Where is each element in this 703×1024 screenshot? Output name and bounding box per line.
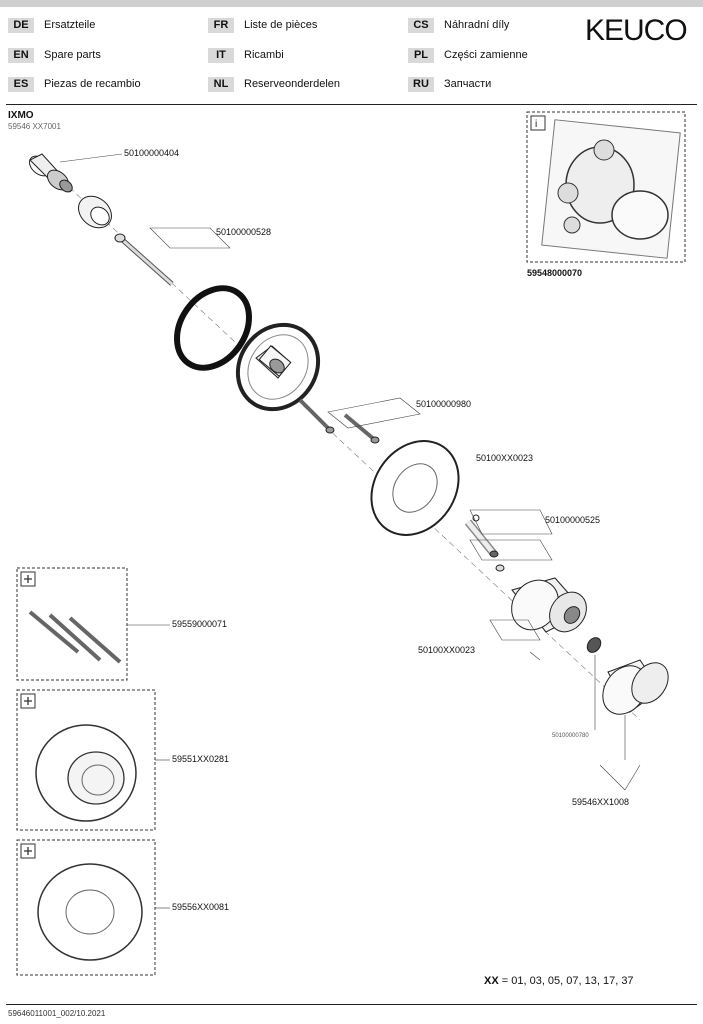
variant-key: XX bbox=[484, 975, 499, 987]
lang-row-es: ES Piezas de recambio bbox=[8, 75, 141, 93]
lang-label: Ricambi bbox=[244, 49, 284, 61]
part-label: 50100000528 bbox=[216, 227, 272, 237]
footer-doc-number: 59646011001_002/10.2021 bbox=[8, 1009, 106, 1018]
product-name: IXMO bbox=[8, 110, 34, 121]
part-label: 50100XX0023 bbox=[476, 453, 534, 463]
header-divider bbox=[6, 104, 697, 105]
product-number: 59546 XX7001 bbox=[8, 122, 61, 131]
lang-label: Náhradní díly bbox=[444, 19, 510, 31]
adapter-part bbox=[586, 637, 602, 653]
lang-row-en: EN Spare parts bbox=[8, 46, 101, 64]
rosette-part bbox=[370, 440, 460, 536]
lang-code: PL bbox=[408, 47, 434, 63]
part-label: 59551XX0281 bbox=[172, 754, 230, 764]
lang-label: Spare parts bbox=[44, 49, 101, 61]
lang-label: Запчасти bbox=[444, 78, 492, 90]
lang-code: NL bbox=[208, 76, 234, 92]
sleeve-nut-part bbox=[78, 195, 112, 229]
extension-part bbox=[464, 514, 499, 558]
part-label: 50100000404 bbox=[124, 148, 180, 158]
kit-box-3 bbox=[16, 839, 170, 976]
cartridge-part bbox=[28, 153, 73, 193]
cover-plate-part bbox=[235, 322, 321, 412]
lang-code: ES bbox=[8, 76, 34, 92]
lang-row-it: IT Ricambi bbox=[208, 46, 284, 64]
handle-part bbox=[602, 659, 669, 715]
top-bar bbox=[0, 0, 703, 7]
lang-row-pl: PL Części zamienne bbox=[408, 46, 528, 64]
lang-row-fr: FR Liste de pièces bbox=[208, 16, 317, 34]
lang-code: CS bbox=[408, 17, 434, 33]
part-label: 59546XX1008 bbox=[572, 797, 630, 807]
svg-text:i: i bbox=[535, 119, 537, 130]
variant-values: = 01, 03, 05, 07, 13, 17, 37 bbox=[501, 975, 634, 987]
lang-code: DE bbox=[8, 17, 34, 33]
lang-label: Liste de pièces bbox=[244, 19, 318, 31]
brand-logo: KEUCO bbox=[585, 14, 688, 47]
lang-code: EN bbox=[8, 47, 34, 63]
lang-row-cs: CS Náhradní díly bbox=[408, 16, 509, 34]
lang-row-de: DE Ersatzteile bbox=[8, 16, 95, 34]
lang-label: Ersatzteile bbox=[44, 19, 96, 31]
spindle-part bbox=[114, 233, 174, 286]
lang-code: IT bbox=[208, 47, 234, 63]
part-label: 59559000071 bbox=[172, 619, 228, 629]
lang-label: Części zamienne bbox=[444, 49, 528, 61]
inset-box-top: i bbox=[526, 111, 686, 263]
part-label: 50100000980 bbox=[416, 399, 472, 409]
kit-box-1 bbox=[16, 567, 170, 681]
lang-code: FR bbox=[208, 17, 234, 33]
lang-row-nl: NL Reserveonderdelen bbox=[208, 75, 340, 93]
lang-row-ru: RU Запчасти bbox=[408, 75, 491, 93]
part-label: 59548000070 bbox=[527, 268, 583, 278]
part-label: 50100000780 bbox=[552, 733, 589, 739]
lang-code: RU bbox=[408, 76, 434, 92]
o-ring-part bbox=[174, 285, 252, 371]
part-label: 59556XX0081 bbox=[172, 902, 230, 912]
part-label: 50100000525 bbox=[545, 515, 601, 525]
sleeve-part bbox=[511, 577, 587, 633]
part-label: 50100XX0023 bbox=[418, 645, 476, 655]
lang-label: Reserveonderdelen bbox=[244, 78, 341, 90]
lang-label: Piezas de recambio bbox=[44, 78, 141, 90]
kit-box-2 bbox=[16, 689, 170, 831]
footer-divider bbox=[6, 1004, 697, 1005]
screws-part bbox=[298, 398, 380, 444]
variant-legend: XX = 01, 03, 05, 07, 13, 17, 37 bbox=[484, 975, 634, 987]
